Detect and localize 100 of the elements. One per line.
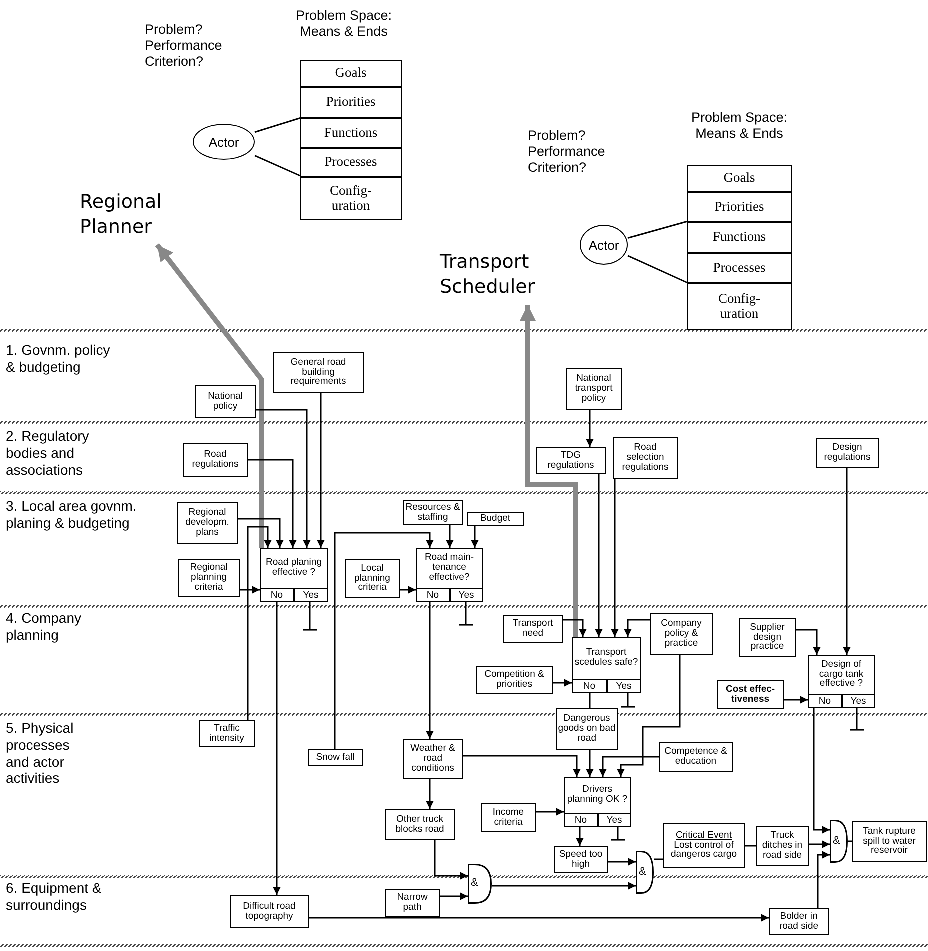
arrow [238, 518, 284, 548]
arrow [247, 526, 272, 720]
hierarchy-level: Priorities [687, 192, 792, 222]
answer-option: No [564, 813, 598, 827]
factor-box: General road building requirements [273, 352, 364, 393]
event-box [663, 823, 745, 868]
lane-label: 5. Physical processes and actor activities [6, 720, 75, 788]
hierarchy-level: Processes [687, 253, 792, 283]
factor-box: Cost effec- tiveness [717, 680, 784, 709]
arrow [248, 459, 297, 548]
question-note: Problem? Performance Criterion? [145, 22, 224, 71]
arrow [440, 892, 468, 900]
factor-box: Regional planning criteria [178, 559, 240, 597]
factor-box: Competence & education [659, 742, 733, 772]
arrow [796, 629, 821, 655]
factor-box: National transport policy [566, 368, 622, 410]
hierarchy-level: Config- uration [687, 283, 792, 330]
factor-box: National policy [195, 385, 256, 418]
connector-line [654, 858, 663, 860]
arrow [611, 479, 619, 637]
arrow [426, 779, 434, 809]
terminated-line [458, 602, 474, 626]
connector-line [589, 693, 591, 708]
gate-symbol: & [639, 866, 646, 878]
connector-line [628, 221, 688, 239]
factor-box: Weather & road conditions [403, 739, 463, 779]
factor-box: Narrow path [385, 889, 440, 917]
arrow [817, 851, 830, 908]
lane-label: 3. Local area govnm. planing & budgeting [6, 498, 138, 532]
arrow [492, 882, 636, 890]
actor-ellipse: Actor [580, 225, 628, 265]
factor-box: Transport need [503, 615, 563, 643]
factor-box: Company policy & practice [650, 613, 713, 655]
and-gate [468, 864, 492, 904]
factor-box: Budget [467, 512, 524, 526]
arrow [434, 840, 468, 880]
factor-box: Dangerous goods on bad road [556, 708, 618, 750]
stack-heading: Problem Space: Means & Ends [690, 110, 789, 142]
arrow [400, 586, 416, 594]
factor-box: Bolder in road side [769, 908, 829, 935]
connector-line [254, 117, 302, 134]
arrow [553, 679, 572, 687]
lane-label: 1. Govnm. policy & budgeting [6, 342, 112, 376]
arrow [309, 914, 769, 922]
hierarchy-level: Config- uration [300, 177, 402, 220]
connector-line [628, 255, 688, 284]
stack-heading: Problem Space: Means & Ends [294, 8, 394, 40]
factor-box: Supplier design practice [739, 618, 796, 657]
arrow [273, 602, 281, 895]
arrow [608, 858, 636, 866]
answer-option: No [808, 694, 842, 708]
factor-box: Competition & priorities [476, 666, 553, 694]
arrow [334, 532, 434, 749]
factor-box: Local planning criteria [345, 559, 400, 598]
factor-box: Design regulations [816, 438, 879, 468]
arrow [809, 840, 830, 848]
terminated-line [620, 693, 636, 708]
decision-box [260, 548, 328, 602]
factor-box: Resources & staffing [403, 500, 463, 525]
hierarchy-level: Processes [300, 148, 402, 177]
factor-box: TDG regulations [536, 447, 606, 474]
decision-box [572, 637, 641, 693]
answer-option: No [416, 588, 450, 602]
factor-box: Snow fall [308, 749, 363, 766]
decision-box [416, 548, 483, 602]
lane-label: 6. Equipment & surroundings [6, 880, 103, 914]
arrow [463, 755, 581, 777]
decision-question: Design of cargo tank effective ? [818, 658, 865, 692]
event-heading: Critical Event [676, 830, 732, 841]
hierarchy-level: Goals [300, 60, 402, 87]
decision-box [564, 777, 631, 827]
decision-box [808, 655, 875, 708]
decision-question: Road main- tenance effective? [424, 551, 476, 585]
hierarchy-level: Priorities [300, 87, 402, 118]
factor-box: Traffic intensity [199, 720, 255, 747]
and-gate [830, 820, 848, 863]
thick-arrow [155, 243, 264, 548]
answer-option: Yes [842, 694, 875, 708]
terminated-line [302, 602, 318, 631]
answer-option: Yes [294, 588, 328, 602]
role-label: Transport Scheduler [440, 250, 580, 305]
arrow [576, 827, 584, 846]
factor-box: Speed too high [554, 846, 608, 873]
factor-box: Road selection regulations [613, 437, 678, 479]
gate-symbol: & [471, 877, 478, 889]
arrow [426, 602, 434, 739]
decision-question: Road planing effective ? [265, 556, 323, 580]
hierarchy-level: Goals [687, 165, 792, 192]
factor-box: Tank rupture spill to water reservoir [852, 821, 927, 862]
factor-box: Difficult road topography [230, 895, 309, 928]
decision-question: Transport scedules safe? [574, 646, 640, 670]
arrow [617, 655, 681, 777]
gate-symbol: & [833, 834, 840, 846]
arrow [536, 808, 564, 816]
arrow [784, 696, 808, 704]
thick-arrow [520, 305, 578, 637]
role-label: Regional Planner [80, 190, 192, 245]
arrow [599, 756, 659, 777]
answer-option: Yes [607, 679, 641, 693]
arrow [240, 586, 260, 594]
